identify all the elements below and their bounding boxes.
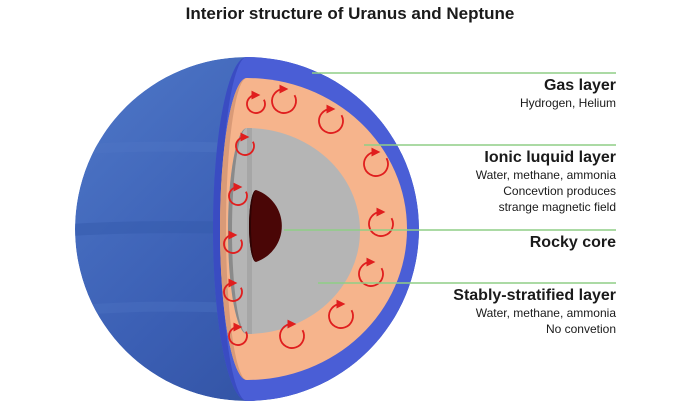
rocky-core [249,190,282,262]
diagram-title: Interior structure of Uranus and Neptune [185,4,515,23]
convection-arrow [271,84,297,114]
convection-arrow [328,299,354,329]
convection-arrow [235,132,255,156]
layer-desc: Concevtion produces [503,184,616,198]
label-stratified-layer: Stably-stratified layer Water, methane, … [453,286,616,337]
layer-name: Rocky core [529,234,616,251]
convection-arrows [223,84,394,349]
convection-arrow [368,207,394,237]
layer-desc: Water, methane, ammonia [475,168,616,182]
convection-arrow [318,104,344,134]
gas-layer-rim [213,57,247,401]
leader-lines [284,72,616,284]
convection-arrow [279,319,305,349]
convection-arrow [363,147,389,177]
layer-desc: Water, methane, ammonia [475,306,616,320]
layer-desc: strange magnetic field [498,200,616,214]
layer-name: Stably-stratified layer [453,287,616,304]
label-gas-layer: Gas layer Hydrogen, Helium [520,76,616,111]
layer-name: Gas layer [543,77,616,94]
convection-arrow [246,90,266,114]
label-rocky-core: Rocky core [530,233,616,252]
rocky-core-shade [249,190,256,262]
label-ionic-layer: Ionic luquid layer Water, methane, ammon… [476,148,616,215]
layer-desc: No convetion [545,322,616,336]
layer-name: Ionic luquid layer [484,149,616,166]
convection-arrow [223,230,243,254]
layer-desc: Hydrogen, Helium [519,96,616,110]
convection-arrow [223,278,243,302]
convection-arrow [228,322,248,346]
ionic-layer-rim [220,78,247,380]
convection-arrow [358,257,384,287]
convection-arrow [228,182,248,206]
